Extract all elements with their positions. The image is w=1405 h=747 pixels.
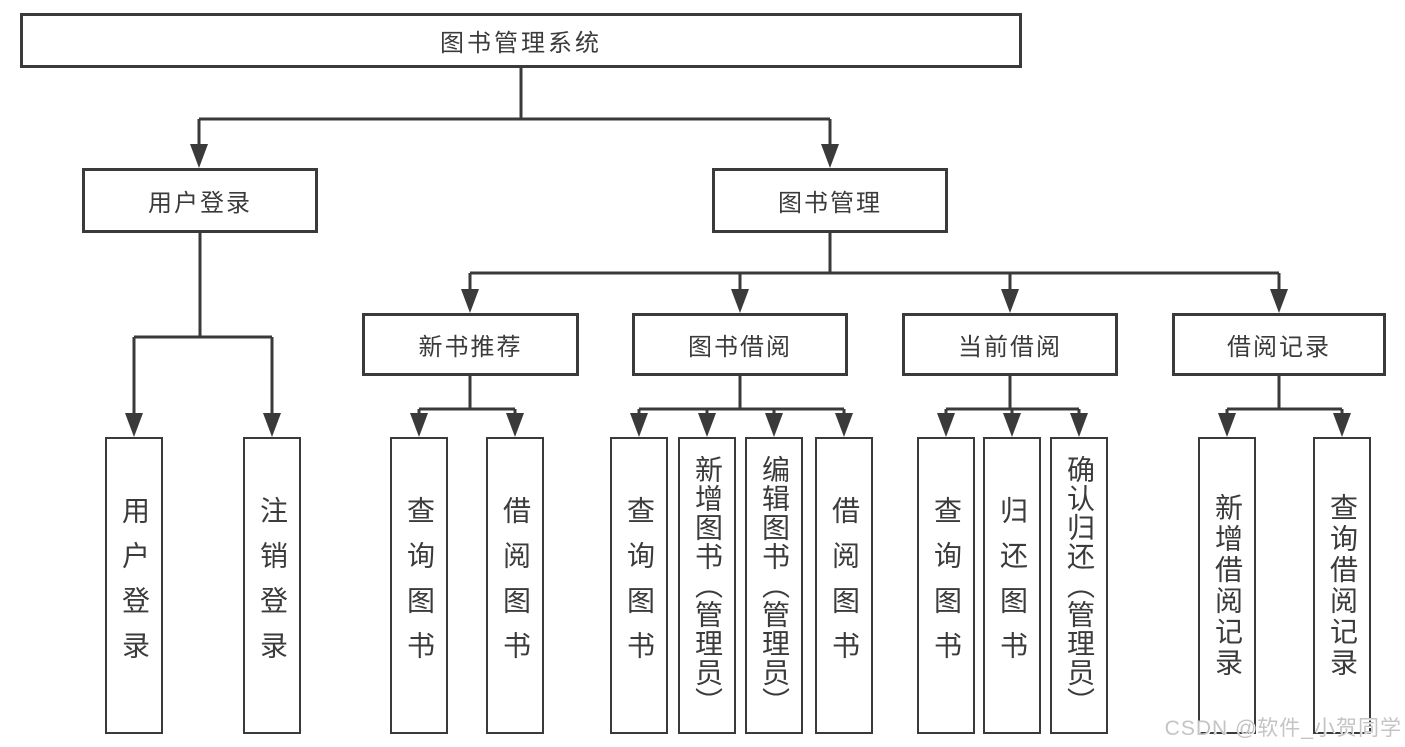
node-label: 用户登录 <box>119 495 150 676</box>
node-label: 当前借阅 <box>958 334 1062 361</box>
connector-borrow-records-to-leaves <box>1218 376 1351 437</box>
node-label: 查询图书 <box>624 495 655 676</box>
leaf-query-books-recommend: 查询图书 <box>390 437 448 734</box>
leaf-edit-book-admin: 编辑图书（管理员） <box>745 437 803 734</box>
node-label: 借阅记录 <box>1227 334 1331 361</box>
node-current-borrow: 当前借阅 <box>902 313 1118 376</box>
csdn-watermark: CSDN @软件_小贺同学 <box>1164 717 1402 740</box>
leaf-borrow-books: 借阅图书 <box>815 437 873 734</box>
node-user-login: 用户登录 <box>82 168 318 233</box>
connector-user-login-to-leaves <box>125 233 281 437</box>
connector-root-to-level2 <box>190 66 839 168</box>
leaf-borrow-books-recommend: 借阅图书 <box>486 437 544 734</box>
leaf-confirm-return-admin: 确认归还（管理员） <box>1050 437 1108 734</box>
leaf-query-books-current: 查询图书 <box>917 437 975 734</box>
node-label: 用户登录 <box>148 190 252 217</box>
node-label: 新书推荐 <box>418 334 523 361</box>
node-label: 确认归还（管理员） <box>1064 455 1095 716</box>
node-borrow-records: 借阅记录 <box>1172 313 1386 376</box>
leaf-logout: 注销登录 <box>243 437 301 734</box>
connector-book-borrow-to-leaves <box>630 376 853 437</box>
node-label: 图书借阅 <box>688 334 792 361</box>
leaf-query-borrow-record: 查询借阅记录 <box>1313 437 1371 734</box>
node-label: 编辑图书（管理员） <box>759 455 790 716</box>
leaf-query-books-borrow: 查询图书 <box>610 437 668 734</box>
node-label: 新增图书（管理员） <box>692 455 723 716</box>
connector-current-borrow-to-leaves <box>937 376 1088 437</box>
node-label: 归还图书 <box>997 495 1028 676</box>
node-label: 查询图书 <box>404 495 435 676</box>
node-book-borrow: 图书借阅 <box>632 313 848 376</box>
connector-new-book-recommend-to-leaves <box>410 376 524 437</box>
node-book-management: 图书管理 <box>712 168 948 233</box>
node-label: 注销登录 <box>257 495 288 676</box>
node-label: 图书管理 <box>778 190 882 217</box>
node-label: 查询借阅记录 <box>1327 492 1358 679</box>
node-label: 查询图书 <box>931 495 962 676</box>
node-label: 借阅图书 <box>500 495 531 676</box>
node-root: 图书管理系统 <box>20 13 1022 68</box>
connector-book-management-to-level3 <box>461 233 1288 313</box>
node-label: 图书管理系统 <box>440 30 602 57</box>
leaf-add-borrow-record: 新增借阅记录 <box>1198 437 1256 734</box>
node-new-book-recommend: 新书推荐 <box>362 313 579 376</box>
leaf-user-login: 用户登录 <box>105 437 163 734</box>
leaf-return-books: 归还图书 <box>983 437 1041 734</box>
leaf-add-book-admin: 新增图书（管理员） <box>678 437 736 734</box>
node-label: 新增借阅记录 <box>1212 492 1243 679</box>
node-label: 借阅图书 <box>829 495 860 676</box>
